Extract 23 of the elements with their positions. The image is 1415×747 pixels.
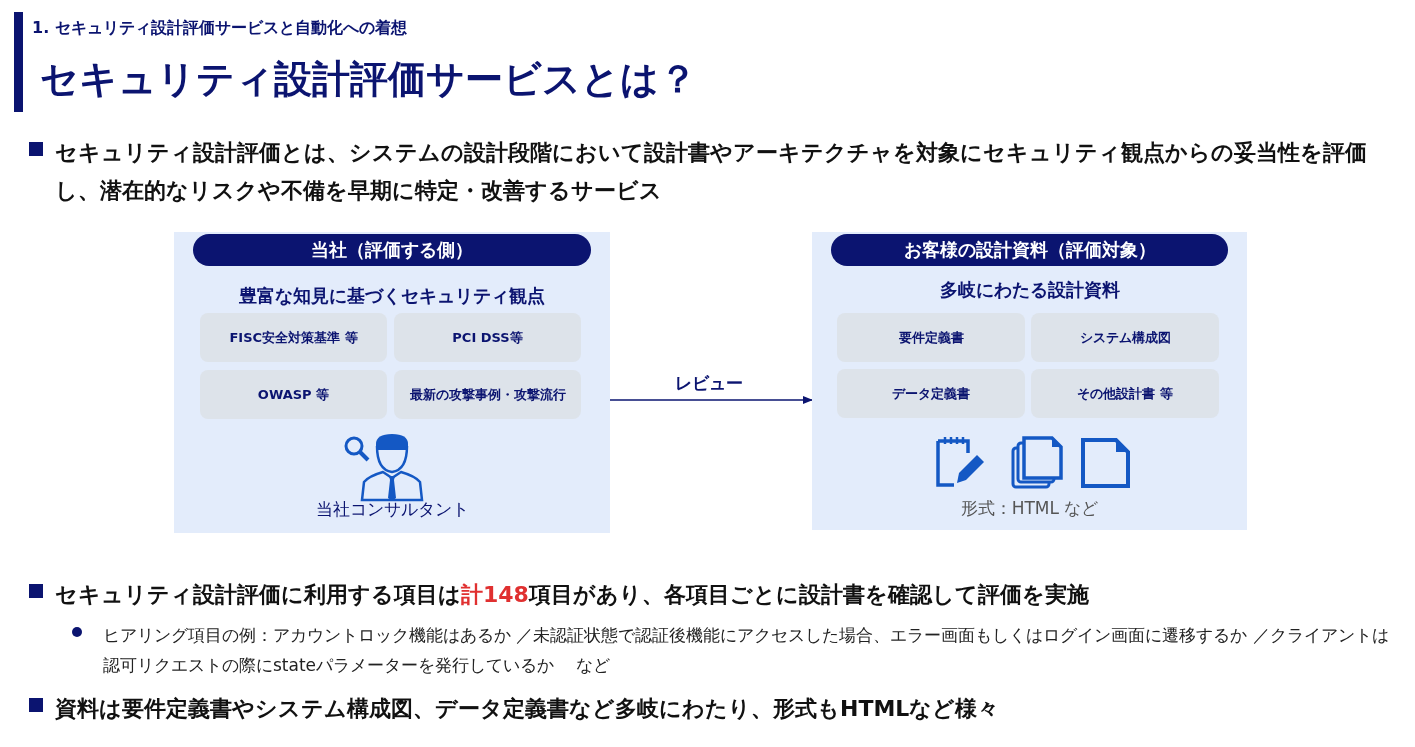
info-panel [174,232,610,533]
example-text: ヒアリング項目の例：アカウントロック機能はあるか ／未認証状態で認証後機能にアクセスした場合、エラー画面もしくはログイン画面に遷移するか ／クライアントは認可リクエストの際にstateパラメーターを発行しているか など [103,624,1390,677]
bullet-text: セキュリティ設計評価に利用する項目は計148項目があり、各項目ごとに設計書を確認して評価を実施 [55,581,1090,609]
heading-pill: 当社（評価する側） [193,234,591,266]
item-card: 最新の攻撃事例・攻撃流行 [394,370,581,419]
panel-subtitle: 豊富な知見に基づくセキュリティ観点 [238,284,546,308]
page-title: セキュリティ設計評価サービスとは？ [40,56,697,103]
consultant-label: 当社コンサルタント [314,498,470,521]
bullet-text: セキュリティ設計評価とは、システムの設計段階において設計書やアーキテクチャを対象にセキュリティ観点からの妥当性を評価し、潜在的なリスクや不備を早期に特定・改善するサービス [55,139,1368,205]
item-card: 要件定義書 [837,313,1025,362]
item-card: OWASP 等 [200,370,387,419]
bullet-text: 資料は要件定義書やシステム構成図、データ定義書など多岐にわたり、形式もHTMLなど様々 [55,695,1001,723]
item-card: データ定義書 [837,369,1025,418]
arrow [609,396,813,404]
item-card: システム構成図 [1031,313,1219,362]
item-card: その他設計書 等 [1031,369,1219,418]
panel-subtitle: 多岐にわたる設計資料 [938,278,1121,302]
heading-pill: お客様の設計資料（評価対象） [831,234,1228,266]
info-panel [812,232,1247,530]
format-label: 形式：HTML など [959,497,1100,520]
item-card: FISC安全対策基準 等 [200,313,387,362]
item-card: PCI DSS等 [394,313,581,362]
section-heading: 1. セキュリティ設計評価サービスと自動化への着想 [32,18,407,39]
